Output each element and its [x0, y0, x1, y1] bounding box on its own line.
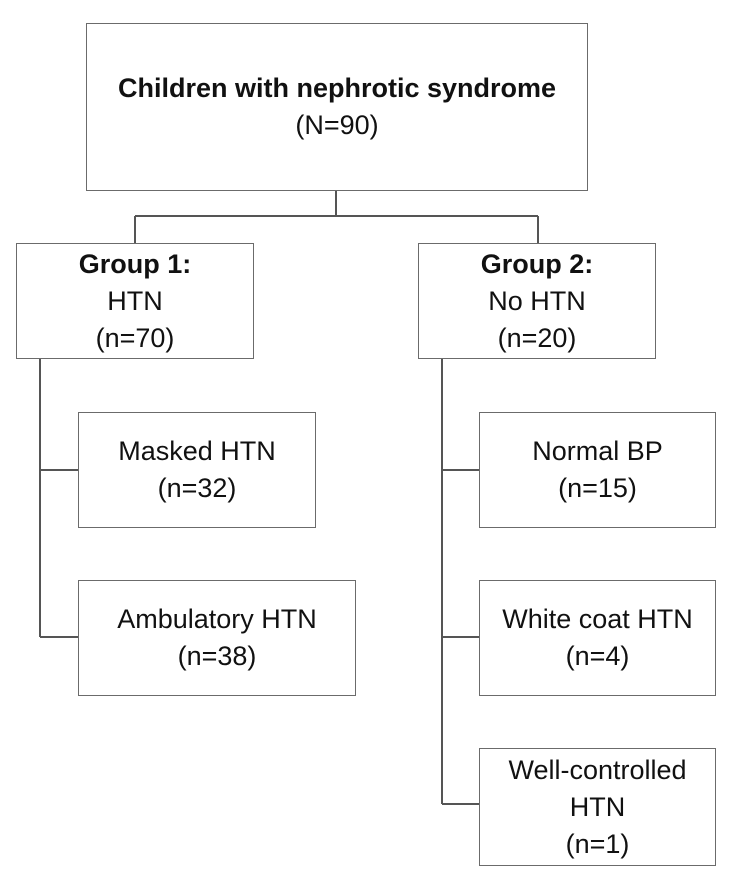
white-coat-htn-label: White coat HTN — [502, 604, 693, 634]
masked-htn-label: Masked HTN — [118, 436, 276, 466]
ambulatory-htn-label: Ambulatory HTN — [117, 604, 317, 634]
group2-box: Group 2: No HTN (n=20) — [418, 243, 656, 359]
ambulatory-htn-box: Ambulatory HTN (n=38) — [78, 580, 356, 696]
normal-bp-count: (n=15) — [558, 473, 637, 503]
group1-count: (n=70) — [95, 322, 175, 353]
masked-htn-box: Masked HTN (n=32) — [78, 412, 316, 528]
white-coat-htn-count: (n=4) — [565, 641, 630, 671]
root-box: Children with nephrotic syndrome (N=90) — [86, 23, 588, 191]
group2-count: (n=20) — [497, 322, 577, 353]
well-controlled-htn-count: (n=1) — [565, 828, 630, 859]
group2-label: No HTN — [488, 285, 586, 316]
ambulatory-htn-count: (n=38) — [177, 641, 257, 671]
normal-bp-box: Normal BP (n=15) — [479, 412, 716, 528]
group1-box: Group 1: HTN (n=70) — [16, 243, 254, 359]
root-count: (N=90) — [295, 110, 379, 140]
well-controlled-htn-box: Well-controlled HTN (n=1) — [479, 748, 716, 866]
group2-title: Group 2: — [480, 248, 594, 279]
white-coat-htn-box: White coat HTN (n=4) — [479, 580, 716, 696]
normal-bp-label: Normal BP — [532, 436, 663, 466]
root-title: Children with nephrotic syndrome — [117, 73, 557, 103]
well-controlled-label-line1: Well-controlled — [508, 754, 687, 785]
well-controlled-label-line2: HTN — [569, 791, 626, 822]
group1-label: HTN — [107, 285, 163, 316]
masked-htn-count: (n=32) — [157, 473, 237, 503]
group1-title: Group 1: — [78, 248, 192, 279]
